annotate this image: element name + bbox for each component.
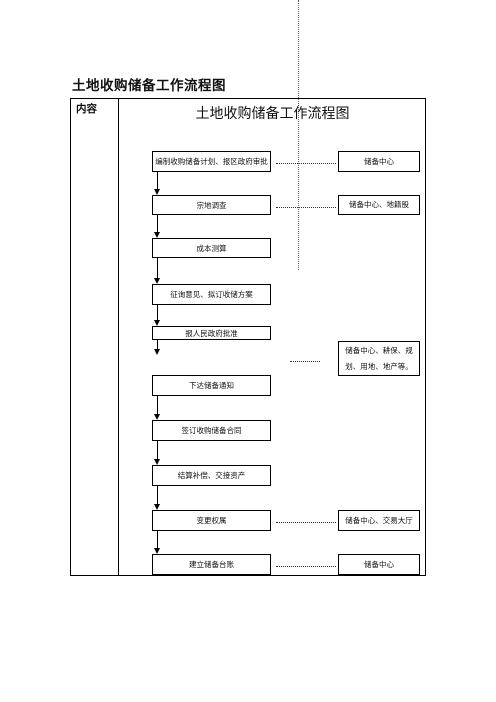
connector-line [157,531,158,548]
connector-line [157,172,158,189]
connector-arrow [154,278,160,284]
department-box-reserve-center-multi: 储备中心、耕保、规划、用地、地产等。 [338,341,420,376]
connector-arrow [154,459,160,465]
flowchart-title: 土地收购储备工作流程图 [195,106,350,122]
connector-arrow [154,320,160,326]
connector-line [157,486,158,504]
connector-arrow [154,548,160,554]
connector-line [157,396,158,414]
step-box-title-change: 变更权属 [152,510,271,531]
department-box-reserve-center: 储备中心 [338,151,420,172]
step-box-cost-estimate: 成本测算 [152,238,271,258]
connector-line [157,441,158,459]
page-edge-dotted-line [298,0,299,270]
step-box-contract: 签订收购储备合同 [152,420,271,441]
connector-arrow [154,504,160,510]
connector-line [157,215,158,232]
step-box-reserve-ledger: 建立储备台账 [152,554,271,575]
step-box-reserve-notice: 下达储备通知 [152,375,271,396]
connector-arrow [154,349,160,355]
column-divider [118,98,119,576]
connector-line [157,305,158,320]
step-box-plan: 编制收购储备计划、报区政府审批 [152,151,271,172]
content-column-header: 内容 [76,103,97,115]
department-box-reserve-center-trading: 储备中心、交易大厅 [338,510,420,531]
dotted-link [276,522,336,523]
department-box-reserve-center-ledger: 储备中心 [338,554,420,575]
connector-arrow [154,414,160,420]
step-box-parcel-survey: 宗地调查 [152,195,271,215]
step-box-compensation: 结算补偿、交接资产 [152,465,271,486]
department-box-reserve-center-cadastre: 储备中心、地籍股 [338,195,420,215]
connector-arrow [154,232,160,238]
connector-line [157,258,158,278]
dotted-link [276,163,336,164]
page-title: 土地收购储备工作流程图 [72,78,226,94]
connector-arrow [154,189,160,195]
flowchart-table [70,98,426,576]
dotted-link [276,207,336,208]
step-box-consultation: 征询意见、拟订收储方案 [152,284,271,305]
dotted-link [276,566,336,567]
dotted-link [290,361,320,362]
step-box-government-approval: 报人民政府批准 [152,326,271,340]
connector-line [157,340,158,349]
